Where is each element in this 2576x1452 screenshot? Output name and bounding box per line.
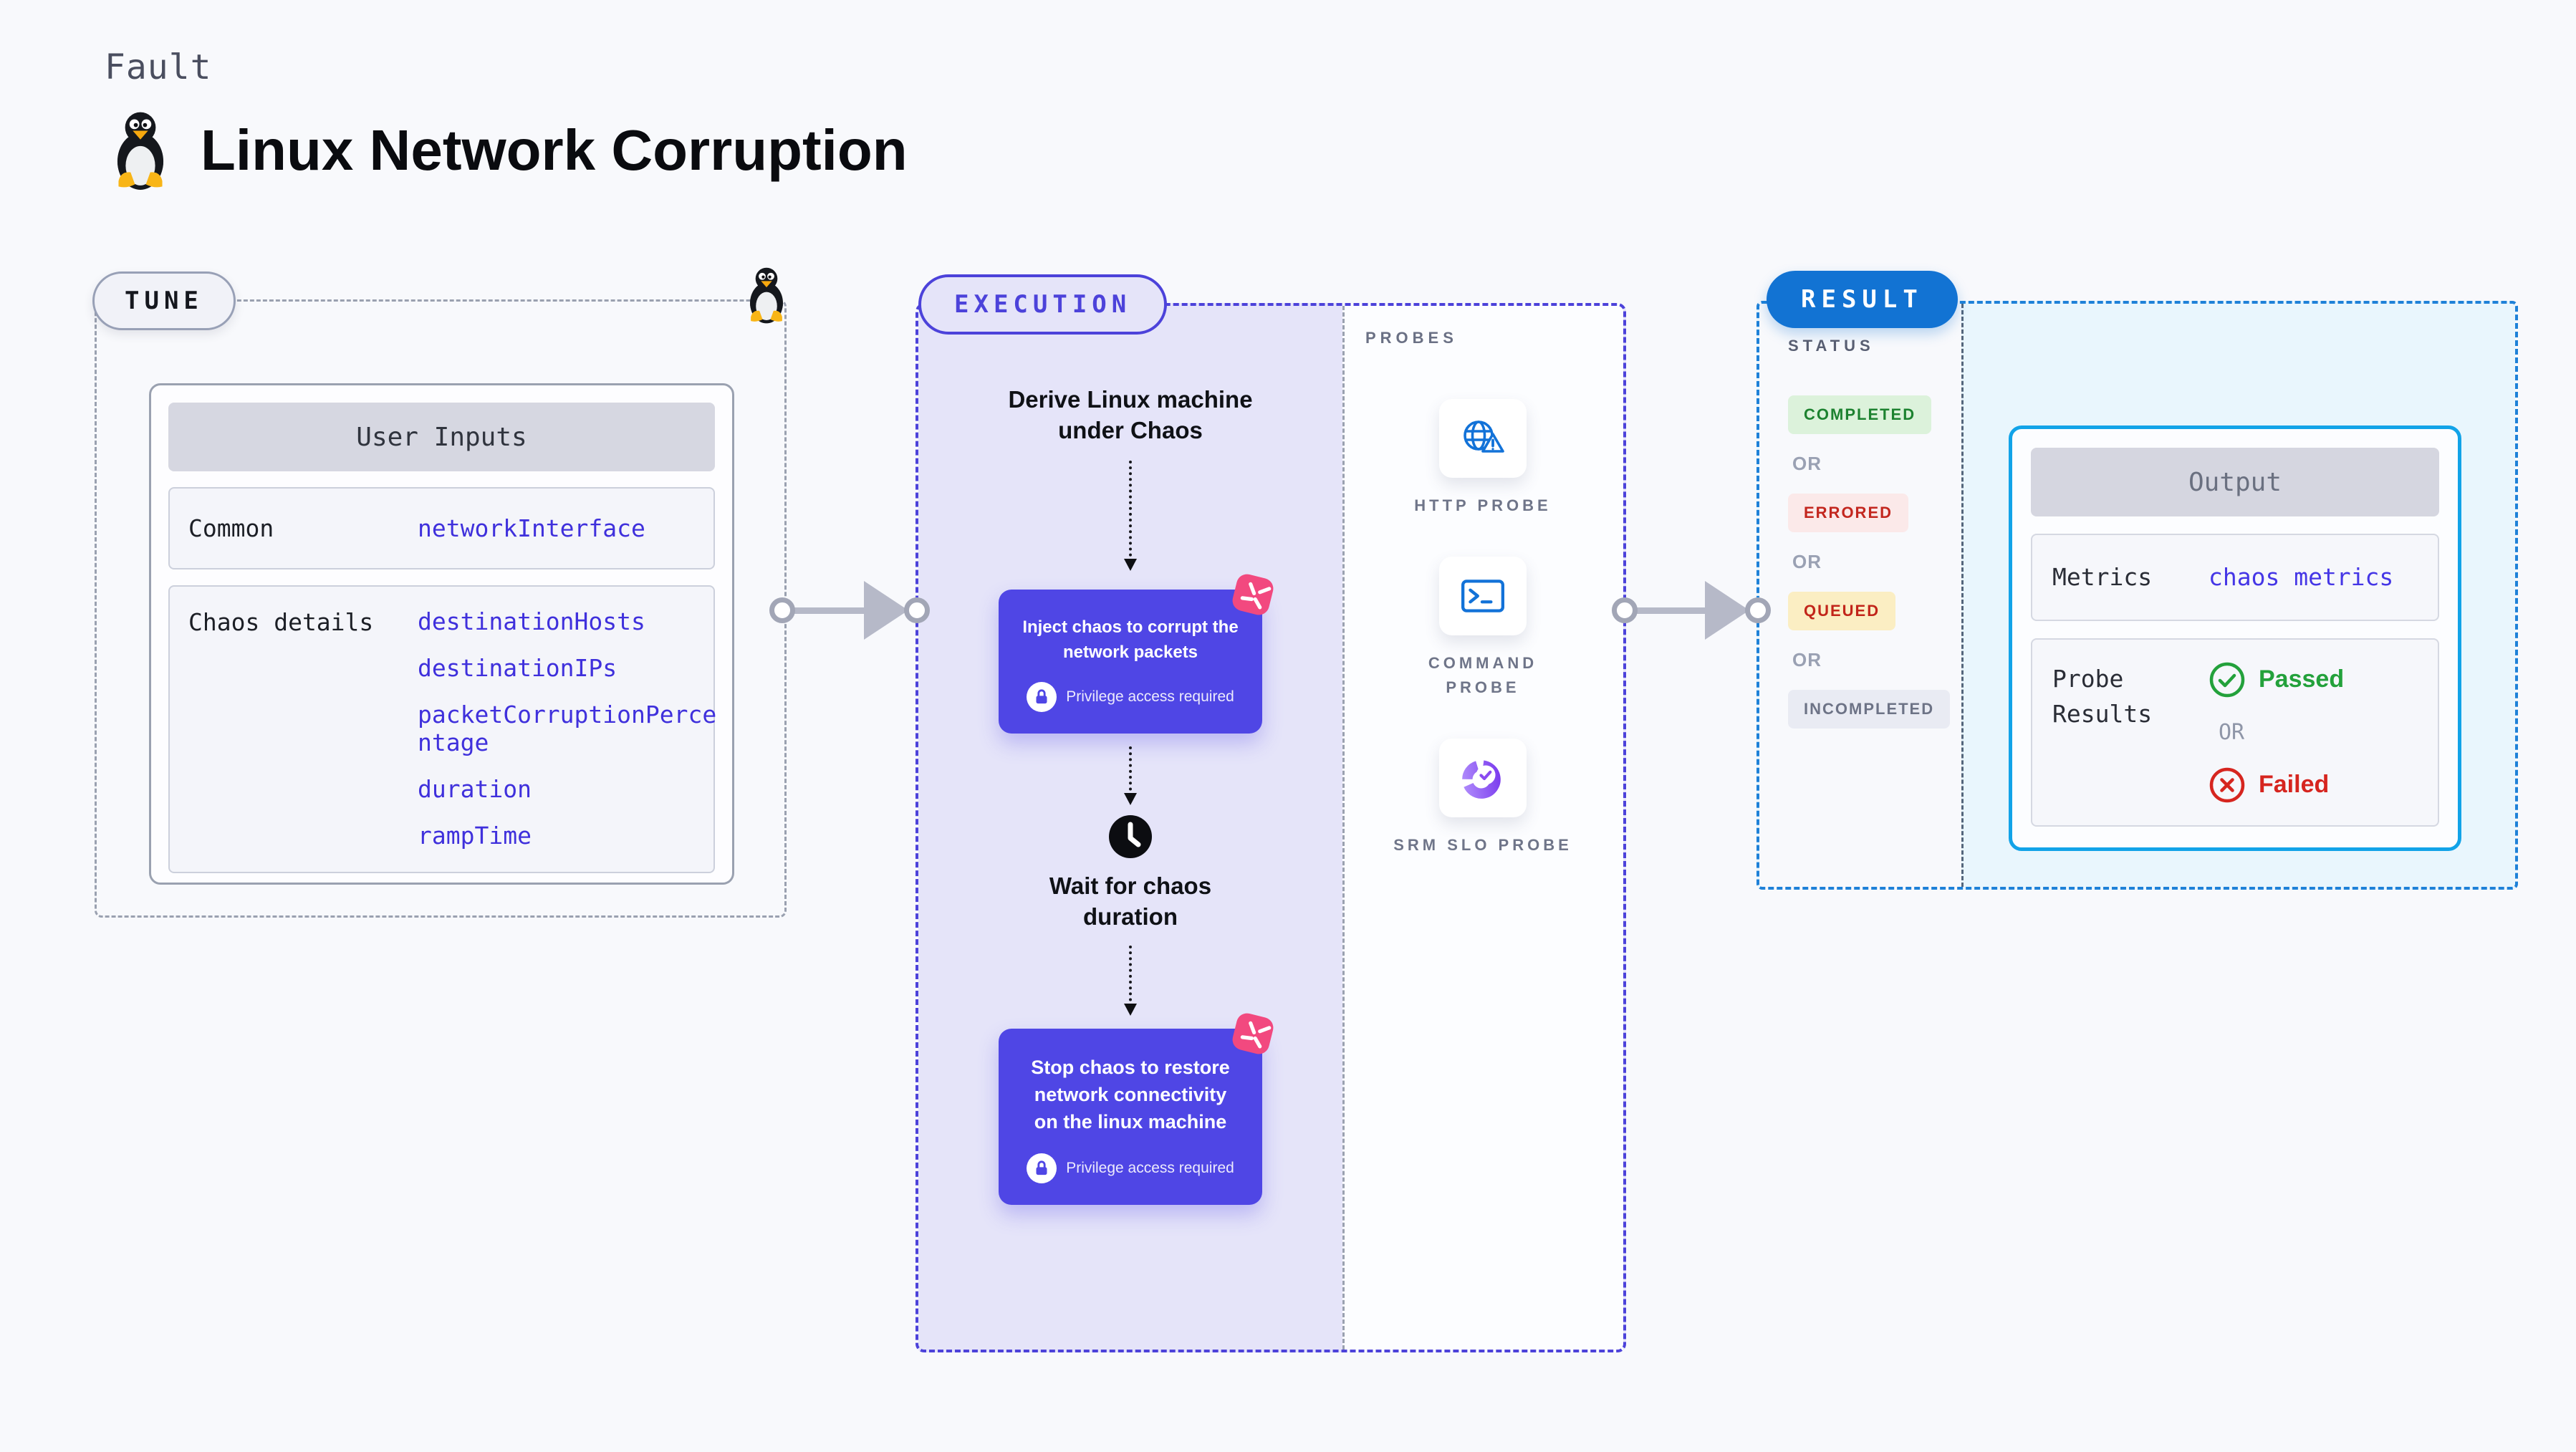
user-inputs-card: User Inputs Common networkInterface Chao… (149, 383, 734, 885)
globe-warning-icon (1458, 415, 1508, 461)
fault-kicker: Fault (105, 47, 212, 87)
row-value: packetCorruptionPercentage (418, 700, 717, 756)
or-separator: OR (2219, 719, 2245, 745)
chaos-experiment-icon (1225, 567, 1281, 622)
metrics-row: Metrics chaos metrics (2031, 534, 2439, 621)
dotted-arrow-down (1124, 946, 1137, 1016)
lock-icon (1027, 1153, 1057, 1183)
probe-outcomes: Passed OR Failed (2209, 661, 2344, 804)
status-badge-queued: QUEUED (1788, 592, 1896, 630)
donut-check-icon (1459, 754, 1506, 802)
or-separator: OR (1792, 551, 1822, 572)
x-circle-icon (2209, 766, 2246, 804)
user-inputs-row-common: Common networkInterface (168, 487, 715, 569)
or-separator: OR (1792, 453, 1822, 474)
lock-icon (1027, 682, 1057, 713)
connector-node (904, 597, 930, 623)
status-label: STATUS (1788, 337, 1875, 355)
result-badge: RESULT (1767, 271, 1958, 328)
chaos-detail-values: destinationHosts destinationIPs packetCo… (418, 607, 721, 850)
arrow-shaft (782, 607, 867, 614)
privilege-note-text: Privilege access required (1066, 688, 1234, 706)
status-badge-errored: ERRORED (1788, 494, 1909, 532)
execution-flow: Derive Linux machine under Chaos Inject … (918, 306, 1342, 1205)
probe-label: COMMAND PROBE (1428, 654, 1538, 697)
arrow-head (864, 581, 908, 640)
user-inputs-header: User Inputs (168, 403, 715, 471)
derive-step-text: Derive Linux machine under Chaos (1008, 386, 1253, 443)
tux-penguin-icon (105, 109, 176, 192)
dotted-arrow-down (1124, 746, 1137, 806)
wait-step-text: Wait for chaos duration (1049, 872, 1212, 931)
metrics-value: chaos metrics (2209, 563, 2394, 592)
output-header: Output (2031, 448, 2439, 516)
probes-divider (1342, 306, 1345, 1350)
terminal-icon (1459, 575, 1506, 617)
output-card: Output Metrics chaos metrics Probe Resul… (2009, 425, 2461, 851)
tune-badge: TUNE (92, 271, 236, 330)
probe-item-srm-slo: SRM SLO PROBE (1393, 739, 1572, 857)
failed-label: Failed (2259, 771, 2330, 798)
outcome-passed: Passed (2209, 661, 2344, 698)
row-value: rampTime (418, 821, 532, 850)
probe-label: HTTP PROBE (1414, 496, 1552, 514)
page-header: Linux Network Corruption (105, 109, 908, 192)
outcome-failed: Failed (2209, 766, 2344, 804)
inject-chaos-step: Inject chaos to corrupt the network pack… (999, 574, 1274, 734)
privilege-note: Privilege access required (1016, 682, 1245, 713)
probe-card (1439, 557, 1527, 636)
privilege-note: Privilege access required (1016, 1153, 1245, 1183)
probe-results-label: Probe Results (2052, 664, 2153, 729)
probes-panel: PROBES (1342, 306, 1623, 1350)
user-inputs-row-chaos-details: Chaos details destinationHosts destinati… (168, 585, 716, 873)
probe-card (1439, 399, 1527, 478)
page-title: Linux Network Corruption (201, 118, 908, 182)
status-badge-completed: COMPLETED (1788, 395, 1932, 434)
row-value: duration (418, 774, 532, 803)
row-label: Common (188, 514, 274, 542)
probe-label: SRM SLO PROBE (1393, 836, 1572, 855)
status-column: STATUS COMPLETED OR ERRORED OR QUEUED OR… (1759, 304, 1961, 729)
probe-card (1439, 739, 1527, 818)
metrics-label: Metrics (2052, 563, 2153, 591)
tux-penguin-icon (741, 259, 792, 332)
row-label: Chaos details (188, 608, 374, 636)
arrow-shaft (1625, 607, 1708, 614)
arrow-head (1705, 581, 1749, 640)
flow-arrow-tune-to-execution (769, 578, 930, 643)
probe-item-http: HTTP PROBE (1393, 399, 1572, 518)
connector-node (769, 597, 795, 623)
stop-step-text: Stop chaos to restore network connectivi… (1031, 1057, 1230, 1133)
row-value: networkInterface (418, 514, 645, 542)
stop-chaos-step: Stop chaos to restore network connectivi… (999, 1013, 1274, 1205)
connector-node (1612, 597, 1638, 623)
row-value: destinationIPs (418, 653, 617, 682)
row-value: destinationHosts (418, 607, 645, 635)
flow-arrow-execution-to-result (1612, 578, 1771, 643)
status-badge-incompleted: INCOMPLETED (1788, 690, 1951, 729)
dotted-arrow-down (1124, 460, 1137, 571)
inject-step-text: Inject chaos to corrupt the network pack… (1022, 617, 1239, 662)
result-section: RESULT STATUS COMPLETED OR ERRORED OR QU… (1756, 271, 2518, 890)
probe-results-row: Probe Results Passed OR (2031, 638, 2439, 827)
chaos-experiment-icon (1225, 1006, 1281, 1062)
passed-label: Passed (2259, 665, 2345, 693)
clock-icon (1107, 814, 1153, 860)
privilege-note-text: Privilege access required (1066, 1159, 1234, 1176)
check-circle-icon (2209, 661, 2246, 698)
probes-panel-label: PROBES (1365, 329, 1458, 347)
execution-section: EXECUTION Derive Linux machine under Cha… (915, 274, 1626, 1352)
probe-item-command: COMMAND PROBE (1393, 557, 1572, 700)
status-output-divider (1961, 304, 1964, 887)
connector-node (1745, 597, 1771, 623)
execution-badge: EXECUTION (918, 274, 1168, 335)
tune-section: TUNE User Inputs Common networkInterface (92, 267, 787, 918)
or-separator: OR (1792, 649, 1822, 670)
